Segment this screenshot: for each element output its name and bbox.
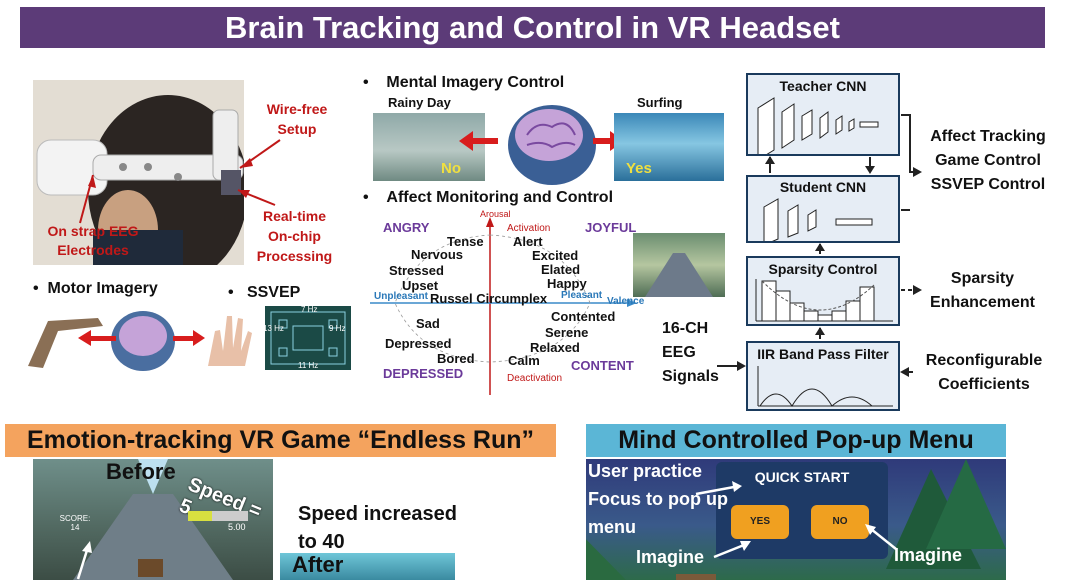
teacher-cnn-diagram [757,97,879,154]
sparsity-enhancement-label: Sparsity Enhancement [930,270,1035,311]
arrow-left-icon [459,131,473,151]
motor-imagery-heading: • Motor Imagery [33,280,158,297]
yes-label: Yes [626,160,652,177]
ssvep-freq-bottom: 11 Hz [298,361,319,370]
word-tense: Tense [447,234,484,249]
game-section-title: Emotion-tracking VR Game “Endless Run” [5,424,556,457]
iir-filter-box: IIR Band Pass Filter [746,341,900,411]
game-speed-bar-fill [188,511,212,521]
iir-response-curve [757,366,893,407]
iir-filter-title: IIR Band Pass Filter [757,346,889,362]
angry-label: ANGRY [383,220,430,235]
bullet-icon: • [363,189,387,206]
brain-head-icon [508,105,596,185]
sparsity-control-box: Sparsity Control [746,256,900,326]
imagine-left-label: Imagine [636,547,705,567]
speed-increase-label: Speed increased to 40 [298,503,457,553]
surfing-label: Surfing [637,95,683,110]
activation-label: Activation [507,223,551,234]
word-depressed: Depressed [385,336,452,351]
game-preview-image [633,233,725,297]
wire-free-label: Wire-free Setup [266,101,328,137]
ssvep-freq-left: 13 Hz [263,324,284,333]
teacher-cnn-box: Teacher CNN [746,73,900,156]
ssvep-freq-top: 7 Hz [301,305,318,314]
no-label: No [441,160,461,177]
valence-label: Valence [607,296,645,307]
menu-forest-illustration [586,459,1006,580]
sparsity-histogram [755,279,893,322]
bullet-icon: • [33,280,48,297]
processing-label: Real-time On-chip Processing [256,208,333,264]
after-screenshot: After [280,553,455,580]
word-sad: Sad [416,316,440,331]
surfing-image: Yes [614,113,724,181]
arrow-to-yes [593,138,611,144]
imagine-right-label: Imagine [894,545,963,565]
word-calm: Calm [508,353,540,368]
circumplex-center-label: Russel Circumplex [430,291,548,306]
arrow-to-no [470,138,498,144]
word-elated: Elated [541,262,581,277]
menu-screenshot: QUICK START YES NO User practice Focus t… [586,459,1006,580]
game-score: SCORE: 14 [59,514,91,532]
menu-yes-button[interactable]: YES [731,505,789,539]
word-contented: Contented [551,309,616,324]
pipeline-outputs-label: Affect Tracking Game Control SSVEP Contr… [930,128,1046,193]
eeg-signals-label: 16-CH EEG Signals [662,320,719,385]
ssvep-freq-right: 9 Hz [329,324,346,333]
teacher-cnn-title: Teacher CNN [779,78,867,94]
menu-no-button[interactable]: NO [811,505,869,539]
after-label: After [292,553,344,577]
before-label: Before [106,459,176,484]
student-cnn-title: Student CNN [779,179,867,195]
track-illustration [645,253,713,297]
pleasant-label: Pleasant [561,290,603,301]
ssvep-heading: • SSVEP [228,284,301,301]
menu-arrows [695,481,897,559]
game-screenshot: Before Speed = 5 5.00 SCORE: 14 [33,459,273,580]
game-track-illustration [73,459,233,580]
depressed-quadrant-label: DEPRESSED [383,366,464,381]
electrodes-label: On strap EEG Electrodes [47,223,139,258]
game-speed-bar [188,511,248,521]
content-label: CONTENT [571,358,634,373]
circumplex-axes [370,217,637,395]
sparsity-control-title: Sparsity Control [768,261,878,277]
bullet-icon: • [228,284,247,301]
bullet-icon: • [363,74,387,91]
deactivation-label: Deactivation [507,373,563,384]
signal-input-arrow [717,361,746,371]
word-upset: Upset [402,278,439,293]
menu-section-title: Mind Controlled Pop-up Menu [586,424,1006,457]
quick-start-label: QUICK START [754,469,850,485]
reconfigurable-coefficients-label: Reconfigurable Coefficients [925,352,1043,393]
unpleasant-label: Unpleasant [374,291,428,302]
word-stressed: Stressed [389,263,444,278]
mental-imagery-heading: • Mental Imagery Control [363,74,565,91]
game-speed-small: 5.00 [228,522,246,532]
user-practice-label: User practice Focus to pop up menu [588,461,728,537]
student-cnn-diagram [763,198,873,241]
word-serene: Serene [545,325,589,340]
word-nervous: Nervous [411,247,464,262]
ssvep-maze [270,311,346,365]
ssvep-grid: 7 Hz 13 Hz 9 Hz 11 Hz [263,305,351,370]
student-cnn-box: Student CNN [746,175,900,243]
word-alert: Alert [513,234,543,249]
page-title: Brain Tracking and Control in VR Headset [20,7,1045,48]
motor-imagery-illustration [23,306,253,371]
word-bored: Bored [437,351,475,366]
word-happy: Happy [547,276,587,291]
score-arrow-icon [76,541,92,580]
rainy-day-label: Rainy Day [388,95,451,110]
affect-heading: • Affect Monitoring and Control [363,189,614,206]
word-excited: Excited [532,248,579,263]
arousal-label: Arousal [480,209,511,219]
joyful-label: JOYFUL [585,220,637,235]
word-relaxed: Relaxed [530,340,580,355]
